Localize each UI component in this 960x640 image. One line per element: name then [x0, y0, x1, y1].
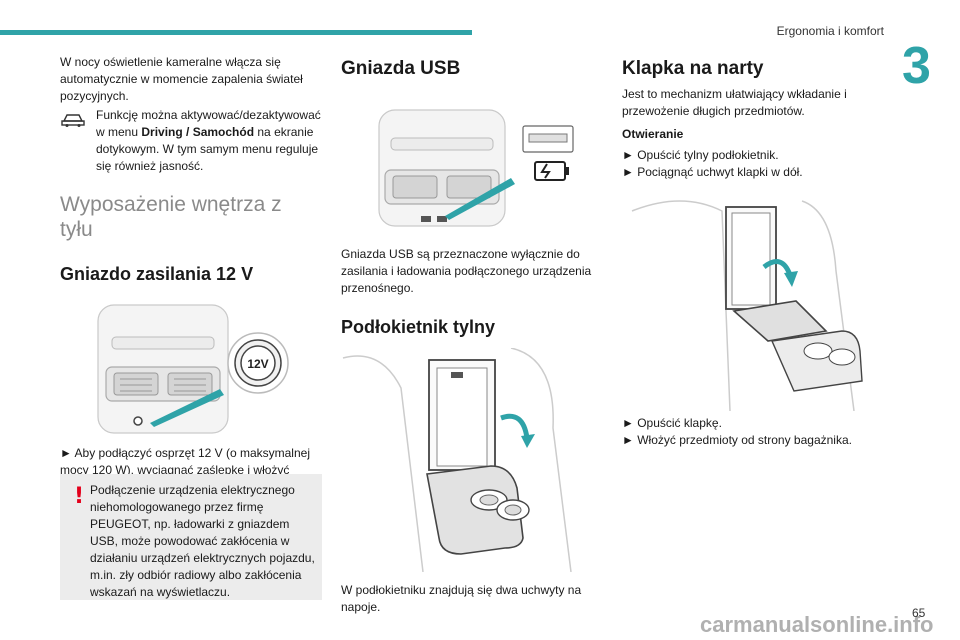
warning-box: ! Podłączenie urządzenia elektrycznego n…	[60, 474, 322, 600]
page-number: 65	[912, 606, 926, 620]
function-menu-path: Driving / Samochód	[141, 125, 255, 139]
header-accent-bar	[0, 30, 472, 35]
function-text-post: na ekranie dotykowym. W tym samym menu r…	[96, 125, 319, 173]
function-text: Funkcję można aktywować/dezaktywować w m…	[96, 107, 322, 175]
usb-title: Gniazda USB	[341, 58, 461, 79]
ski-step-3: ► Opuścić klapkę.	[622, 416, 722, 430]
function-text-pre: Funkcję można aktywować/dezaktywować w m…	[96, 108, 321, 139]
ski-flap-illustration	[631, 200, 863, 411]
column-right: Klapka na narty Jest to mechanizm ułatwi…	[622, 54, 884, 449]
footer-watermark: carmanualsonline.info	[700, 612, 934, 637]
armrest-title: Podłokietnik tylny	[341, 317, 496, 337]
column-middle: Gniazda USB Gniazda USB są przeznaczone …	[341, 54, 603, 616]
ski-step-4: ► Włożyć przedmioty od strony bagażnika.	[622, 433, 852, 447]
warning-exclamation-icon: !	[74, 484, 85, 509]
function-note: Funkcję można aktywować/dezaktywować w m…	[60, 107, 322, 175]
usb-illustration	[378, 109, 574, 227]
column-left: W nocy oświetlenie kameralne włącza się …	[60, 54, 322, 496]
ski-step-1: ► Opuścić tylny podłokietnik.	[622, 148, 779, 162]
ski-flap-title: Klapka na narty	[622, 58, 764, 79]
armrest-illustration	[342, 348, 572, 572]
socket-12v-label: 12V	[247, 357, 268, 371]
socket-illustration: 12V	[97, 304, 289, 434]
opening-subtitle: Otwieranie	[622, 127, 684, 141]
section-title-rear-equipment: Wyposażenie wnętrza z tyłu	[60, 193, 282, 241]
ski-flap-intro: Jest to mechanizm ułatwiający wkładanie …	[622, 87, 847, 118]
intro-paragraph: W nocy oświetlenie kameralne włącza się …	[60, 55, 303, 103]
usb-text: Gniazda USB są przeznaczone wyłącznie do…	[341, 247, 592, 295]
warning-text: Podłączenie urządzenia elektrycznego nie…	[66, 482, 316, 601]
socket-title: Gniazdo zasilania 12 V	[60, 264, 254, 284]
armrest-text: W podłokietniku znajdują się dwa uchwyty…	[341, 583, 582, 614]
ski-step-2: ► Pociągnąć uchwyt klapki w dół.	[622, 165, 803, 179]
chapter-number: 3	[902, 37, 931, 95]
chapter-title: Ergonomia i komfort	[776, 24, 884, 38]
car-icon	[61, 114, 85, 127]
warning-paragraph: Podłączenie urządzenia elektrycznego nie…	[90, 483, 315, 599]
